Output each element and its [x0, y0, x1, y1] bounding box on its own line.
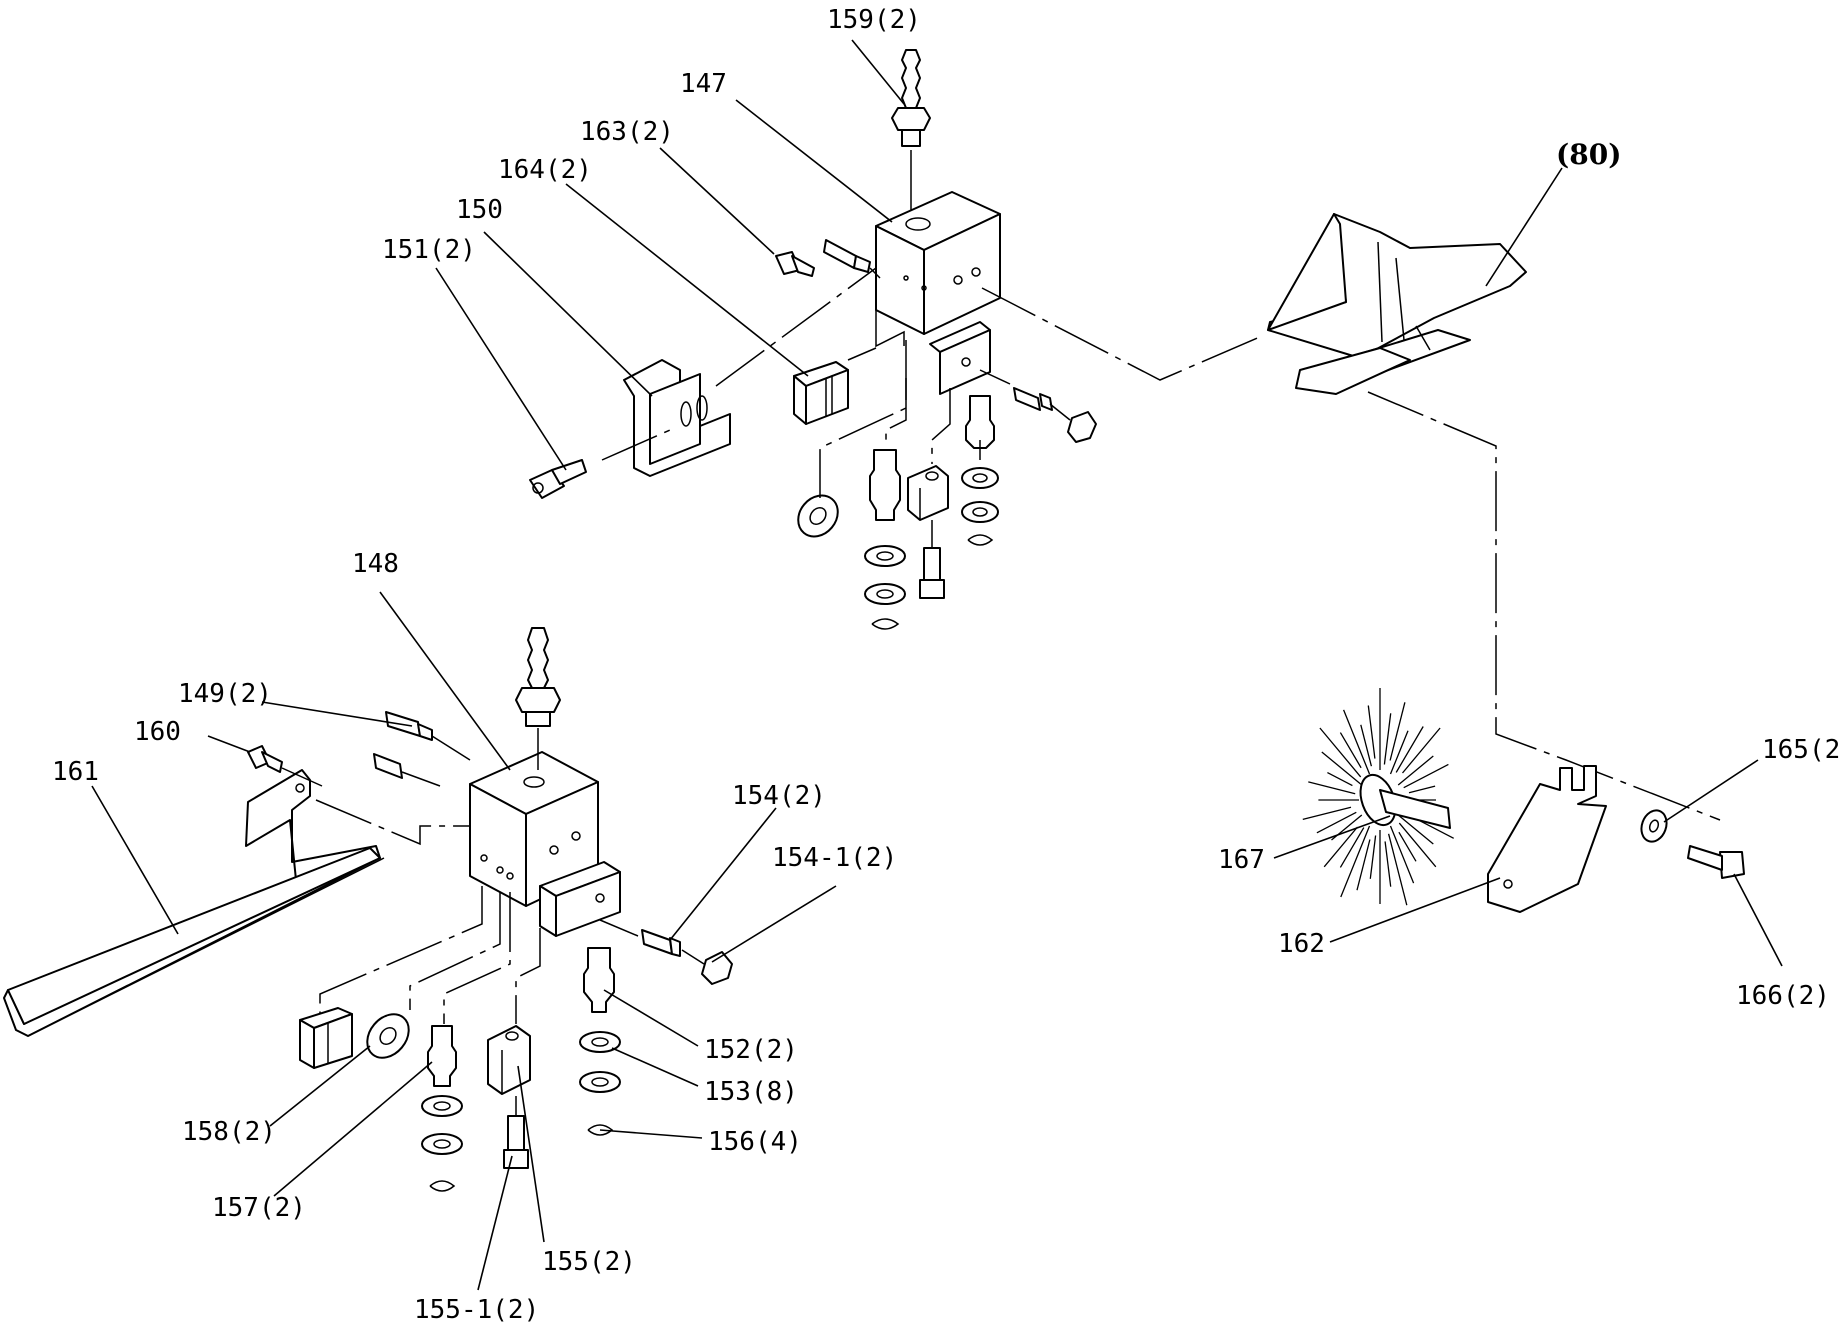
label-149: 149(2)	[178, 679, 272, 709]
brush-bristle	[1367, 705, 1376, 759]
label-157: 157(2)	[212, 1193, 306, 1223]
part-157-shaft-upper	[864, 449, 906, 630]
brush-bristle	[1323, 826, 1358, 868]
brush-bristle	[1389, 825, 1415, 884]
part-152-shaft	[579, 947, 621, 1136]
brush-bristle	[1340, 825, 1371, 898]
brush-bristle	[1316, 811, 1357, 834]
brush-bristle	[1397, 814, 1434, 845]
label-150: 150	[456, 195, 503, 225]
part-163-screws	[775, 239, 871, 277]
label-156: 156(4)	[708, 1127, 802, 1157]
brush-bristle	[1395, 726, 1424, 773]
label-158: 158(2)	[182, 1117, 276, 1147]
brush-bristle	[1342, 709, 1371, 775]
part-157-shaft	[421, 1025, 463, 1192]
brush-bristle	[1339, 732, 1362, 769]
brush-bristle	[1403, 763, 1449, 789]
part-164-block-lower	[299, 1007, 353, 1069]
part-159-hose-fitting-lower	[515, 627, 561, 727]
part-158-washer-upper	[797, 494, 839, 538]
label-148: 148	[352, 549, 399, 579]
part-labels: 159(2) 147 163(2) 164(2) 150 151(2) (80)…	[52, 5, 1843, 1325]
label-163: 163(2)	[580, 117, 674, 147]
part-165-washer	[1640, 809, 1668, 843]
label-147: 147	[680, 69, 727, 99]
part-161-tray	[3, 769, 385, 1037]
part-151-screw	[529, 459, 587, 499]
leader-lines	[91, 39, 1783, 1291]
label-151: 151(2)	[382, 235, 476, 265]
brush-bristle	[1319, 727, 1362, 778]
part-159-hose-fitting	[891, 49, 931, 147]
part-162-bracket	[1487, 765, 1607, 913]
label-166: 166(2)	[1736, 981, 1830, 1011]
brush-bristle	[1356, 839, 1371, 891]
brush-bristle	[1397, 755, 1434, 786]
label-153: 153(8)	[704, 1077, 798, 1107]
upper-valve-assembly	[529, 49, 1097, 630]
brush-bristle	[1408, 785, 1436, 794]
brush-bristle	[1327, 772, 1353, 787]
part-148-valve-block	[469, 751, 621, 937]
brush-bristle	[1387, 833, 1408, 906]
brush-bristle	[1389, 702, 1406, 761]
label-159: 159(2)	[827, 5, 921, 35]
label-161: 161	[52, 757, 99, 787]
brush-bristle	[1308, 781, 1356, 795]
label-165: 165(2)	[1762, 735, 1843, 765]
brush-bristle	[1398, 822, 1437, 868]
label-152: 152(2)	[704, 1035, 798, 1065]
part-150-bracket	[623, 359, 731, 477]
brush-bristle	[1389, 730, 1409, 775]
brush-bristle	[1302, 806, 1352, 821]
part-166-bolt	[1687, 845, 1745, 879]
label-167: 167	[1218, 845, 1265, 875]
label-162: 162	[1278, 929, 1325, 959]
label-160: 160	[134, 717, 181, 747]
label-154-1: 154-1(2)	[772, 843, 897, 873]
part-147-valve-block	[875, 191, 1001, 395]
brush-bristle	[1384, 841, 1392, 887]
part-155-clamp	[487, 1025, 531, 1095]
label-154: 154(2)	[732, 781, 826, 811]
label-155-1: 155-1(2)	[414, 1295, 539, 1325]
part-154-setscrew	[641, 929, 733, 985]
part-167-brush	[1302, 688, 1454, 906]
label-164: 164(2)	[498, 155, 592, 185]
part-149-studs	[373, 711, 433, 779]
brush-bristle	[1402, 727, 1441, 774]
part-160-screw	[247, 745, 283, 773]
brush-bristle	[1383, 713, 1392, 765]
brush-bristle	[1321, 751, 1363, 786]
lower-valve-assembly	[3, 627, 733, 1192]
brush-bristle	[1360, 724, 1373, 767]
part-155-1-screw	[503, 1115, 529, 1169]
label-80: (80)	[1556, 138, 1621, 171]
part-154-setscrew-upper	[1013, 387, 1097, 443]
brush-bristle	[1398, 831, 1417, 862]
part-80-housing	[1267, 213, 1527, 395]
brush-bristle	[1369, 835, 1377, 879]
label-155: 155(2)	[542, 1247, 636, 1277]
part-164-block	[793, 361, 849, 425]
brush-bristle	[1339, 827, 1365, 868]
part-152-shaft-upper	[961, 395, 999, 546]
part-158-washer	[366, 1013, 410, 1059]
part-155-clamp-upper	[907, 465, 949, 599]
